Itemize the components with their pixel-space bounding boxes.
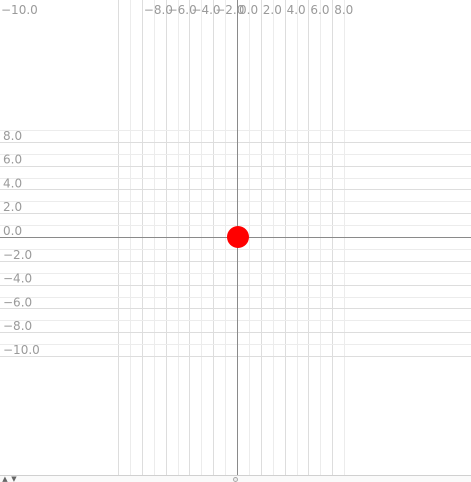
bottom-toolbar: ▲ ▼: [0, 475, 471, 482]
y-tick-label: −2.0: [3, 248, 32, 262]
y-tick-label: 6.0: [3, 153, 22, 167]
y-tick-label: 4.0: [3, 176, 22, 190]
y-tick-label: 0.0: [3, 224, 22, 238]
x-tick-label: 2.0: [263, 3, 282, 17]
x-tick-label: 0.0: [239, 3, 258, 17]
x-tick-label: −8.0: [144, 3, 173, 17]
point-marker[interactable]: [227, 226, 249, 248]
points[interactable]: [227, 226, 249, 248]
drag-handle[interactable]: [233, 477, 238, 482]
x-tick-label: −2.0: [215, 3, 244, 17]
down-arrow-icon[interactable]: ▼: [11, 475, 17, 482]
up-arrow-icon[interactable]: ▲: [2, 475, 8, 482]
y-tick-label: −6.0: [3, 295, 32, 309]
x-tick-label: 6.0: [310, 3, 329, 17]
x-tick-label: −6.0: [168, 3, 197, 17]
x-tick-label: 4.0: [287, 3, 306, 17]
y-tick-label: 8.0: [3, 129, 22, 143]
x-tick-label: −10.0: [1, 3, 38, 17]
x-tick-label: −4.0: [191, 3, 220, 17]
y-tick-label: −4.0: [3, 272, 32, 286]
y-tick-label: −8.0: [3, 319, 32, 333]
x-tick-label: 8.0: [334, 3, 353, 17]
y-tick-label: −10.0: [3, 343, 40, 357]
y-tick-label: 2.0: [3, 200, 22, 214]
